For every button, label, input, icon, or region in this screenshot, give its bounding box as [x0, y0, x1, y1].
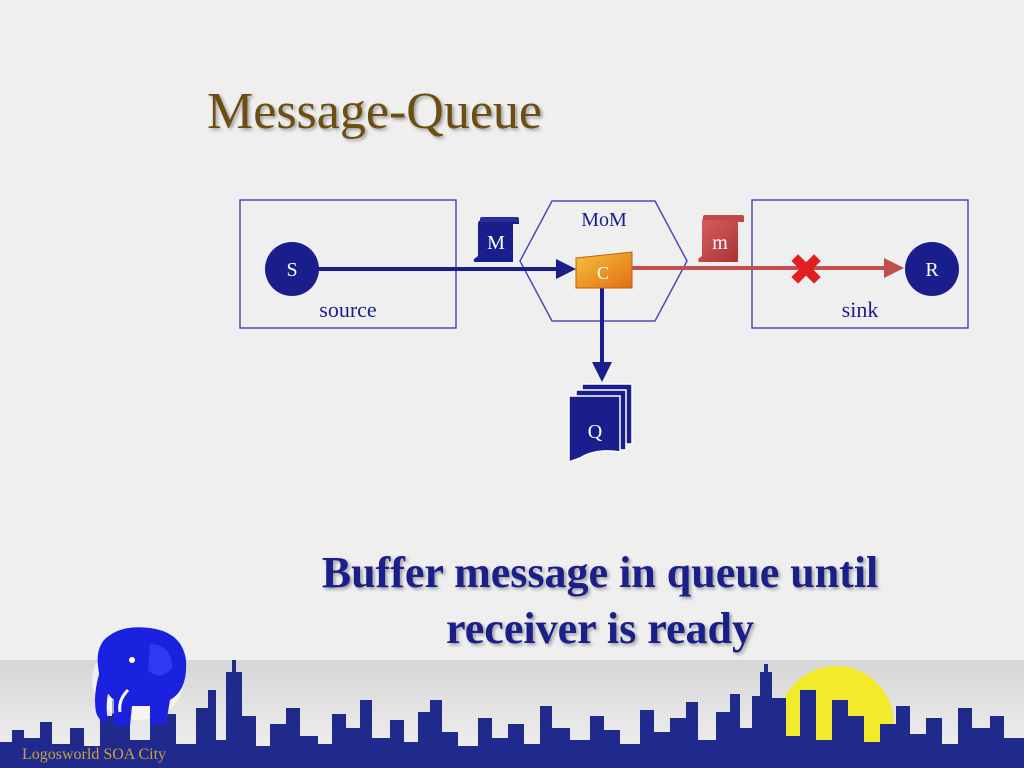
channel-label: C	[597, 263, 609, 283]
message-lower-label: m	[712, 232, 728, 254]
channel-icon	[575, 251, 633, 289]
caption: Buffer message in queue until receiver i…	[200, 545, 1000, 657]
message-scroll-icon	[473, 217, 519, 262]
source-box	[239, 199, 457, 329]
slide-title: Message-Queue	[207, 83, 542, 140]
sender-node	[265, 242, 319, 296]
source-label: source	[319, 297, 376, 322]
elephant-logo	[92, 627, 187, 726]
receiver-node	[905, 242, 959, 296]
middleware-hexagon	[519, 200, 688, 322]
sink-label: sink	[842, 297, 879, 322]
sink-box	[751, 199, 969, 329]
blocked-x-icon: ✖	[788, 245, 825, 296]
caption-line-1: Buffer message in queue until	[321, 548, 879, 597]
queue-label: Q	[588, 421, 603, 443]
receiver-label: R	[925, 259, 939, 281]
message-upper-label: M	[487, 232, 505, 254]
blocked-message-scroll-icon	[698, 215, 744, 262]
footer-brand: Logosworld SOA City	[22, 746, 167, 763]
skyline-silhouette	[0, 660, 1024, 768]
caption-line-2: receiver is ready	[446, 604, 754, 653]
queue-documents-icon	[568, 383, 633, 464]
middleware-label: MoM	[581, 209, 627, 231]
sender-label: S	[286, 259, 297, 281]
